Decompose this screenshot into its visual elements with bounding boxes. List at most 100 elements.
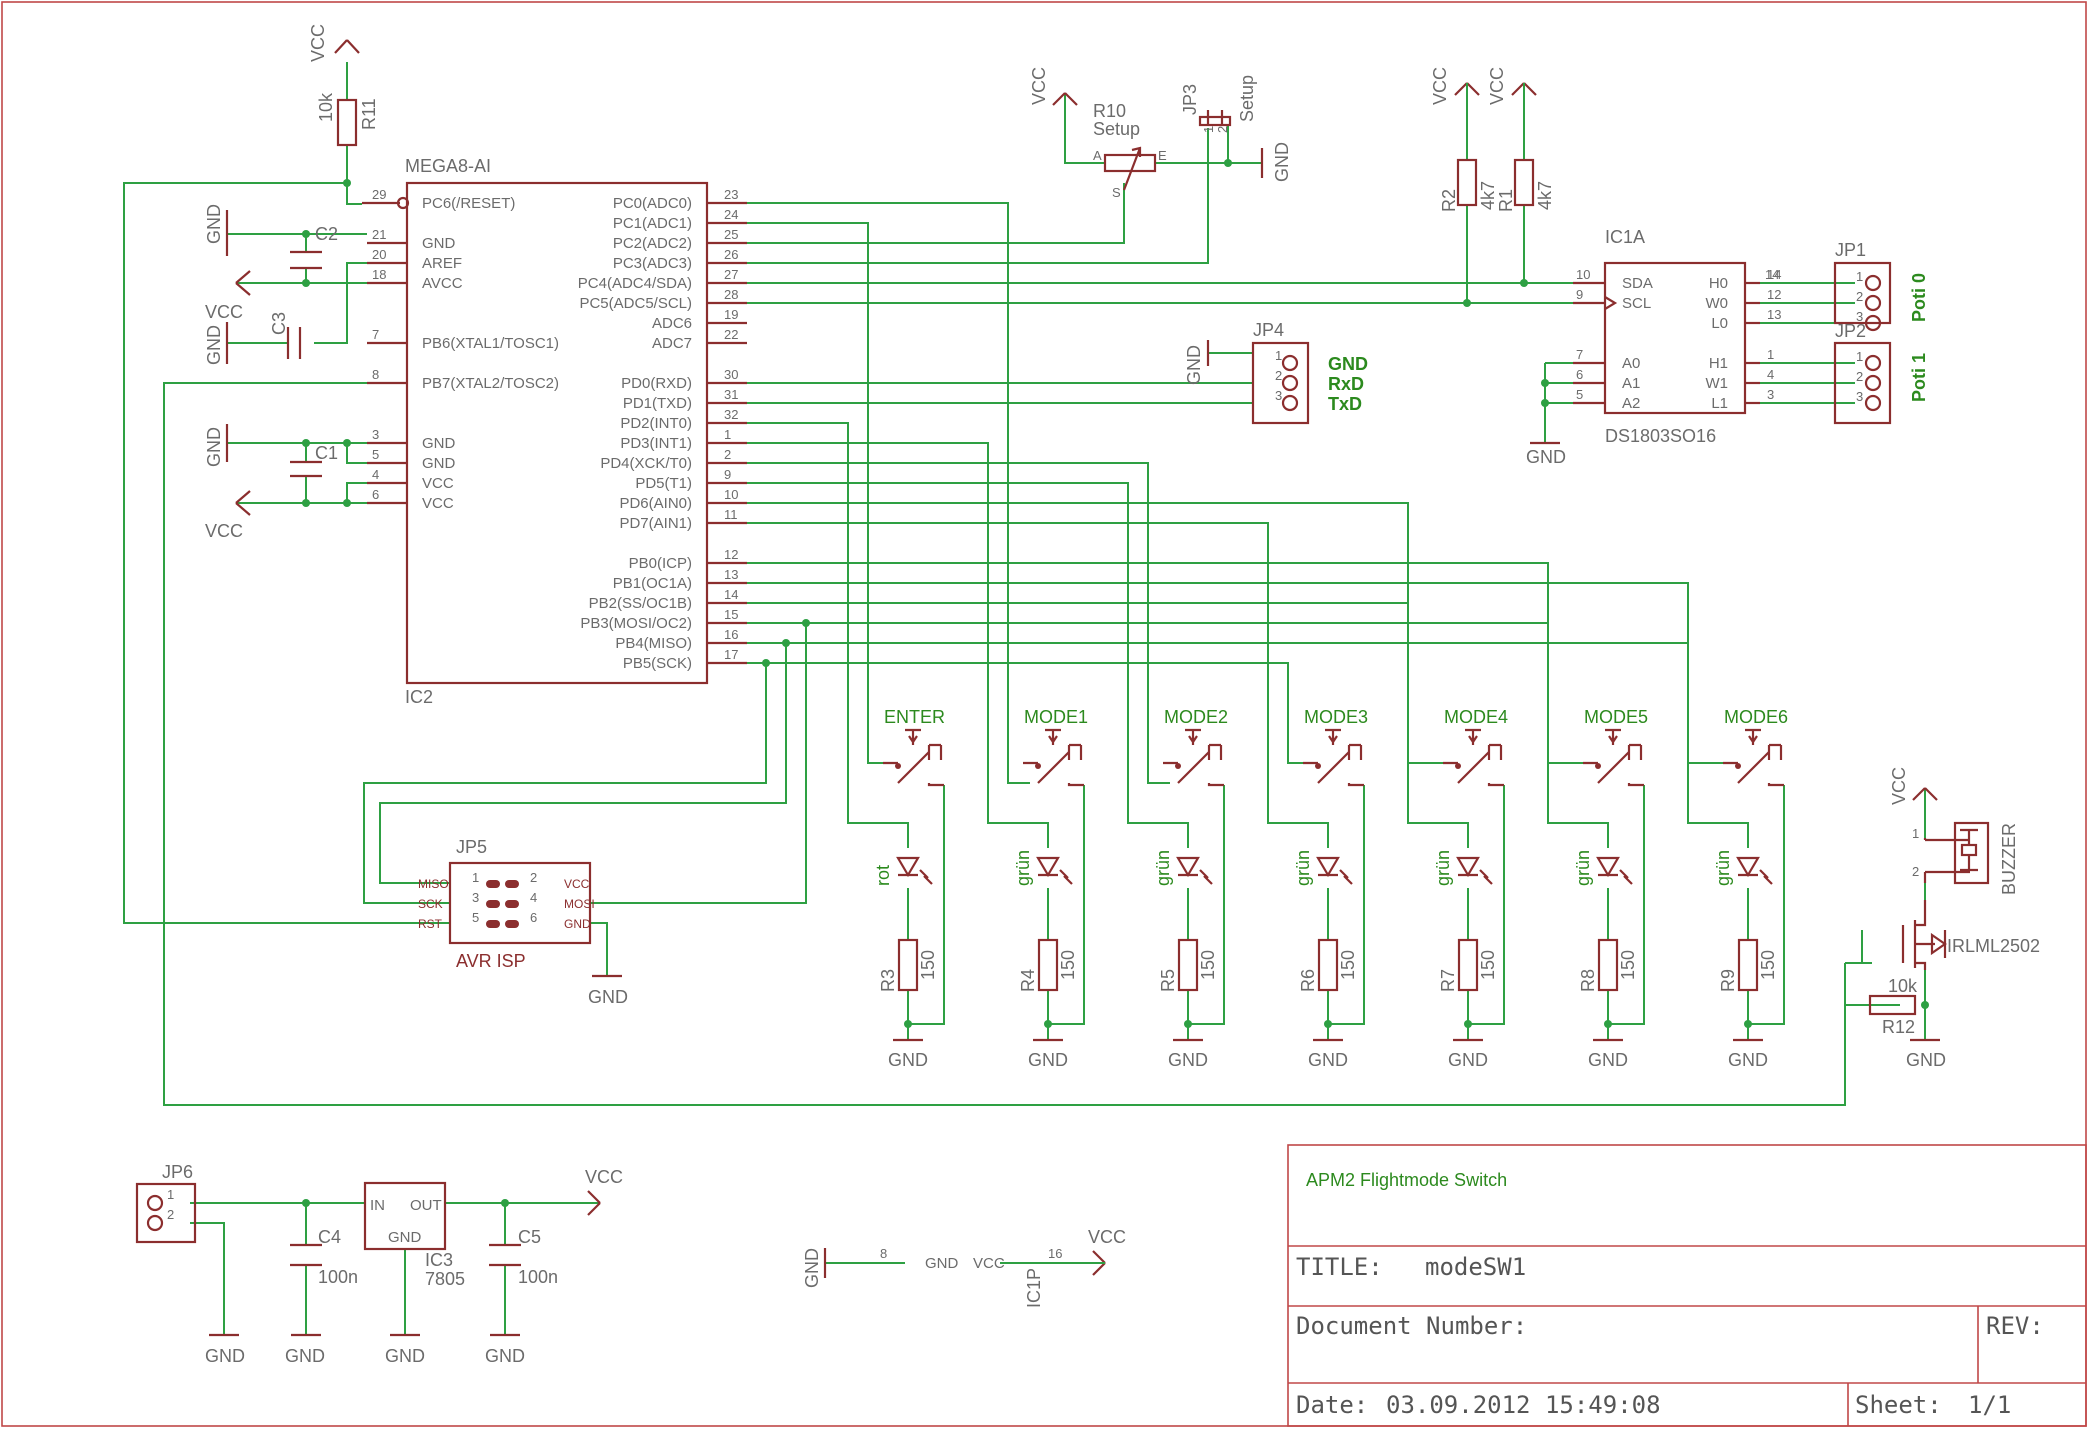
resistor-r1: VCC R1 4k7	[1487, 67, 1555, 212]
gnd-label: GND	[1308, 1050, 1348, 1070]
gnd-label: GND	[1168, 1050, 1208, 1070]
led	[1176, 856, 1213, 885]
ic1-pin-number: 9	[1576, 287, 1583, 302]
jp1-pin1: 1	[1856, 269, 1863, 284]
mcu-pin-number: 31	[724, 387, 738, 402]
ic1-gnd-label: GND	[1526, 447, 1566, 467]
jumper-jp3: JP3 Setup 1 2 GND	[1180, 75, 1292, 182]
jp3-pin1: 1	[1201, 126, 1216, 133]
r12-ref: R12	[1882, 1017, 1915, 1037]
ic3-out-label: OUT	[410, 1197, 442, 1214]
jp2-net-label: Poti 1	[1909, 353, 1929, 402]
mcu-atmega8: MEGA8-AI IC2 29PC6(/RESET)21GND20AREF18A…	[362, 156, 747, 707]
jp6-pin1: 1	[167, 1187, 174, 1202]
ic1p-gnd-supply: GND	[802, 1248, 822, 1288]
r10-pin-s: S	[1112, 185, 1121, 200]
resistor-value: 150	[1198, 950, 1218, 980]
gnd-label-c4: GND	[285, 1346, 325, 1366]
mcu-pin-number: 5	[372, 447, 379, 462]
mcu-pin-number: 26	[724, 247, 738, 262]
mcu-pin-label: PB5(SCK)	[623, 655, 692, 672]
resistor-r11: VCC 10k R11	[308, 24, 379, 147]
switch-label: ENTER	[884, 707, 945, 727]
connector-jp1: JP1 1 2 3 Poti 0	[1833, 240, 1929, 332]
jp1-net-label: Poti 0	[1909, 273, 1929, 322]
jp4-ref: JP4	[1253, 320, 1284, 340]
ic1-value: DS1803SO16	[1605, 426, 1716, 446]
r2-ref: R2	[1439, 189, 1459, 212]
vcc-label-mcu: VCC	[205, 521, 243, 541]
gnd-label-jp6: GND	[205, 1346, 245, 1366]
mcu-pin-label: PC1(ADC1)	[613, 215, 692, 232]
ic1p-vcc-supply: VCC	[1088, 1227, 1126, 1247]
ic1-pin-label: A0	[1622, 355, 1640, 372]
jp4-pin2: 2	[1275, 368, 1282, 383]
mcu-pin-label: PC4(ADC4/SDA)	[578, 275, 692, 292]
mcu-pin-number: 11	[724, 507, 738, 522]
jp1-ref: JP1	[1835, 240, 1866, 260]
resistor-r12: 10k R12 GND	[1868, 976, 1946, 1070]
c5-value: 100n	[518, 1267, 558, 1287]
mcu-pin-number: 12	[724, 547, 738, 562]
ic1-pin-number: 6	[1576, 367, 1583, 382]
mcu-pin-number: 13	[724, 567, 738, 582]
mcu-name: MEGA8-AI	[405, 156, 491, 176]
mcu-pin-label: GND	[422, 235, 456, 252]
c4-value: 100n	[318, 1267, 358, 1287]
regulator-ic3: IN OUT GND IC3 7805	[363, 1181, 465, 1289]
jp6-ref: JP6	[162, 1162, 193, 1182]
mcu-pin-label: GND	[422, 435, 456, 452]
switch-label: MODE3	[1304, 707, 1368, 727]
mcu-pin-number: 23	[724, 187, 738, 202]
led-color-label: grün	[1293, 850, 1313, 886]
mcu-pin-number: 24	[724, 207, 738, 222]
mcu-pin-number: 3	[372, 427, 379, 442]
jp1-pin2: 2	[1856, 289, 1863, 304]
r12-gnd-label: GND	[1906, 1050, 1946, 1070]
jp3-value: Setup	[1237, 75, 1257, 122]
gnd-label: GND	[888, 1050, 928, 1070]
mcu-pin-label: PB1(OC1A)	[613, 575, 692, 592]
switch-label: MODE6	[1724, 707, 1788, 727]
jp2-pin1: 1	[1856, 349, 1863, 364]
ic1-pin-label: A1	[1622, 375, 1640, 392]
ic3-ref: IC3	[425, 1250, 453, 1270]
junctions	[302, 159, 1929, 1207]
mcu-pin-label: ADC6	[652, 315, 692, 332]
switch-label: MODE1	[1024, 707, 1088, 727]
resistor-value: 150	[1618, 950, 1638, 980]
c4-ref: C4	[318, 1227, 341, 1247]
mcu-pin-label: PC6(/RESET)	[422, 195, 515, 212]
gnd-label: GND	[1028, 1050, 1068, 1070]
ic1-pin-label: L0	[1711, 315, 1728, 332]
buzzer-vcc-label: VCC	[1889, 767, 1909, 805]
led-color-label: grün	[1013, 850, 1033, 886]
ic1p-ref: IC1P	[1024, 1268, 1044, 1308]
mosfet-irlml2502: IRLML2502	[1901, 900, 2040, 970]
r11-value: 10k	[316, 92, 336, 122]
mcu-pin-number: 21	[372, 227, 386, 242]
resistor-r3	[897, 938, 919, 992]
pushbutton-switch	[1163, 728, 1224, 787]
mcu-pin-label: PB3(MOSI/OC2)	[580, 615, 692, 632]
mcu-pin-label: PC5(ADC5/SCL)	[579, 295, 692, 312]
jp5-net-gnd: GND	[564, 917, 591, 931]
jp4-gnd-label: GND	[1184, 345, 1204, 385]
ic1-pin-label: SDA	[1622, 275, 1653, 292]
mcu-pin-number: 28	[724, 287, 738, 302]
switch-label: MODE2	[1164, 707, 1228, 727]
buzzer: VCC 1 2 BUZZER	[1889, 767, 2019, 895]
